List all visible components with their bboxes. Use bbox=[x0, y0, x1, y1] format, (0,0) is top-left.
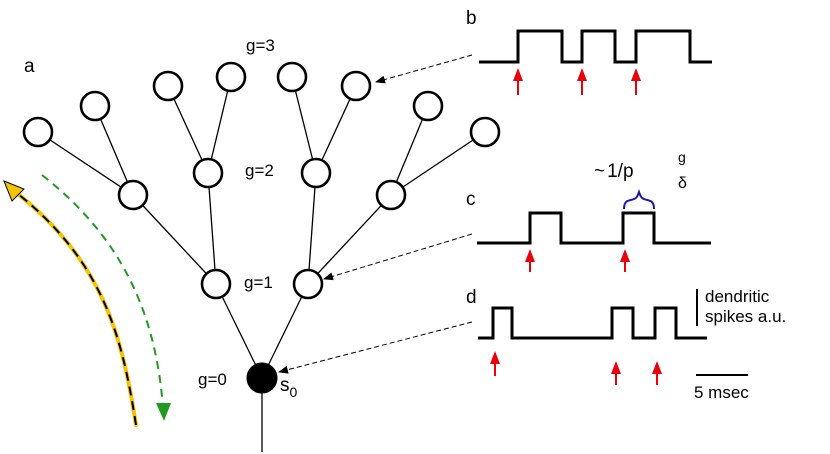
tree-nodes bbox=[22, 61, 501, 300]
time-scale-label: 5 msec bbox=[694, 383, 749, 402]
branch-g1r-inner bbox=[307, 172, 317, 285]
generation-label-g1: g=1 bbox=[244, 273, 273, 292]
generation-label-g2: g=2 bbox=[245, 161, 274, 180]
connector-b bbox=[375, 54, 473, 84]
stimulus-arrow-d2 bbox=[611, 361, 621, 385]
tree-branches bbox=[37, 76, 486, 452]
connector-arrows bbox=[278, 54, 473, 374]
spike-trace-c bbox=[477, 211, 711, 245]
stimulus-arrow-b2 bbox=[577, 68, 587, 95]
stimulus-arrow-c2 bbox=[620, 249, 630, 272]
interval-label-tilde: ~ bbox=[594, 161, 605, 182]
stimulus-arrow-c1 bbox=[525, 249, 535, 272]
stimulus-arrow-b3 bbox=[631, 68, 641, 95]
interval-label-subscript: δ bbox=[678, 175, 687, 192]
soma-label-main: s bbox=[280, 375, 290, 396]
stimulus-arrow-b1 bbox=[513, 68, 523, 95]
node-g3-8 bbox=[469, 116, 501, 148]
connector-d bbox=[278, 321, 473, 374]
branch-g2d-2 bbox=[390, 131, 486, 196]
branch-g2a-1 bbox=[37, 131, 134, 196]
spike-trace-b bbox=[479, 29, 712, 64]
connector-c bbox=[323, 233, 473, 281]
generation-label-g3: g=3 bbox=[246, 36, 275, 55]
node-g3-5 bbox=[276, 61, 308, 93]
backward-propagation-arrow bbox=[41, 174, 171, 421]
stimulus-arrow-d1 bbox=[490, 351, 500, 376]
node-g3-3 bbox=[152, 70, 184, 102]
spike-trace-d bbox=[478, 306, 707, 340]
node-g3-6 bbox=[340, 70, 372, 102]
panel-label-b: b bbox=[466, 8, 477, 29]
branch-g1l-inner bbox=[207, 172, 217, 285]
node-g3-2 bbox=[79, 90, 111, 122]
node-g3-4 bbox=[215, 61, 247, 93]
spike-traces bbox=[477, 29, 712, 340]
node-g1-right bbox=[292, 268, 324, 300]
interval-label-numerator: 1/p bbox=[607, 161, 633, 182]
stimulus-arrow-d3 bbox=[652, 361, 662, 385]
node-g3-7 bbox=[412, 90, 444, 122]
branch-g1l-outer bbox=[132, 194, 217, 285]
panel-label-c: c bbox=[466, 189, 476, 210]
node-g2-b bbox=[192, 157, 224, 189]
soma-label: s0 bbox=[280, 375, 298, 400]
branch-s0-left bbox=[215, 283, 263, 379]
panel-label-d: d bbox=[466, 287, 477, 308]
node-g3-1 bbox=[22, 116, 54, 148]
branch-g2a-2 bbox=[94, 105, 134, 196]
branch-g2c-1 bbox=[291, 76, 317, 174]
node-g2-c bbox=[300, 157, 332, 189]
forward-propagation-arrow bbox=[3, 180, 138, 427]
panel-label-a: a bbox=[24, 56, 35, 77]
scale-label-line2: spikes a.u. bbox=[705, 307, 786, 326]
branch-g1r-outer bbox=[307, 194, 392, 285]
node-g2-d bbox=[375, 179, 407, 211]
scale-label-line1: dendritic bbox=[705, 287, 770, 306]
generation-label-g0: g=0 bbox=[198, 370, 227, 389]
stimulus-arrows bbox=[490, 68, 662, 385]
interval-brace bbox=[623, 188, 655, 210]
branch-g2b-2 bbox=[207, 76, 232, 174]
soma-label-sub: 0 bbox=[290, 384, 298, 400]
branch-g2d-1 bbox=[390, 105, 429, 196]
node-g1-left bbox=[200, 268, 232, 300]
soma-node bbox=[246, 362, 278, 394]
interval-label-superscript: g bbox=[678, 149, 686, 165]
interval-label: ~1/p bbox=[594, 161, 634, 182]
branch-g2c-2 bbox=[315, 85, 357, 174]
branch-s0-right bbox=[261, 283, 309, 379]
branch-g2b-1 bbox=[167, 85, 209, 174]
node-g2-a bbox=[117, 179, 149, 211]
